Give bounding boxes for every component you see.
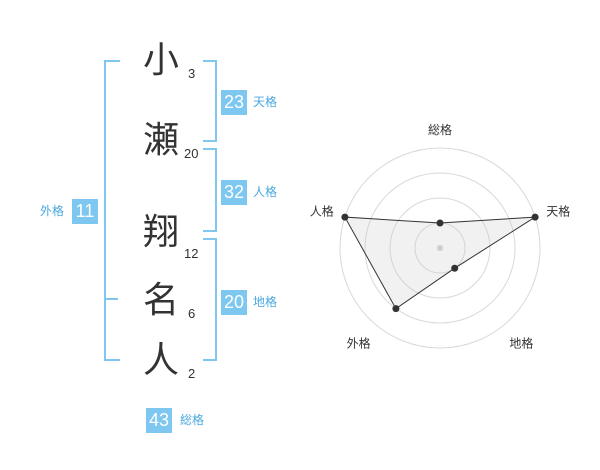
radar-point-4	[392, 305, 400, 313]
stroke-count-4: 6	[188, 306, 196, 321]
radar-point-1	[436, 219, 444, 227]
jinkaku-label: 人格	[253, 185, 278, 199]
tenkaku-label: 天格	[253, 95, 278, 109]
stroke-count-3: 12	[184, 246, 199, 261]
stroke-count-2: 20	[184, 146, 199, 161]
gaikaku-label: 外格	[40, 204, 65, 218]
tenkaku-value: 23	[221, 90, 247, 115]
gaikaku-value: 11	[72, 199, 98, 224]
radar-center-dot	[437, 245, 443, 251]
radar-point-2	[531, 213, 539, 221]
soukaku-label: 総格	[180, 413, 205, 427]
name-char-3: 翔	[142, 212, 179, 253]
name-char-4: 名	[142, 280, 179, 321]
jinkaku-bracket	[203, 148, 217, 232]
radar-ring-2	[389, 197, 491, 299]
tenkaku-bracket	[203, 60, 217, 142]
stroke-count-1: 3	[188, 66, 196, 81]
gaikaku-bracket	[104, 60, 120, 361]
chikaku-value: 20	[221, 290, 247, 315]
radar-axis-label-5: 人格	[310, 204, 334, 219]
chikaku-label: 地格	[253, 295, 278, 309]
gaikaku-bracket-divider	[106, 298, 118, 300]
radar-series-area	[344, 216, 536, 310]
name-char-2: 瀬	[142, 120, 179, 161]
name-char-1: 小	[142, 40, 179, 81]
chikaku-bracket	[203, 238, 217, 361]
radar-ring-4	[339, 147, 541, 349]
radar-point-3	[451, 264, 459, 272]
radar-axis-label-3: 地格	[509, 336, 533, 351]
jinkaku-value: 32	[221, 180, 247, 205]
radar-axis-label-2: 天格	[546, 204, 570, 219]
soukaku-value: 43	[146, 408, 172, 433]
radar-axis-label-1: 総格	[428, 122, 452, 137]
radar-point-5	[341, 213, 349, 221]
name-char-5: 人	[142, 340, 179, 381]
radar-axis-label-4: 外格	[347, 336, 371, 351]
radar-ring-3	[364, 172, 516, 324]
stroke-count-5: 2	[188, 366, 196, 381]
